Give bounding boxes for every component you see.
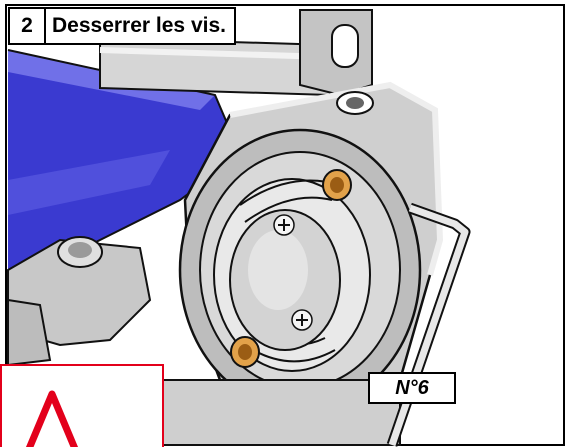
warning-box [0,364,164,447]
hex-screw-top [322,169,352,201]
step-instruction: Desserrer les vis. [52,14,226,37]
top-shaft [99,36,331,97]
warning-triangle-icon [25,390,79,447]
step-number: 2 [10,9,46,43]
mounting-bracket [299,9,373,97]
hex-screw-bottom [230,336,260,368]
side-clamp [7,236,152,367]
tool-size-label: N°6 [368,372,456,404]
lower-housing [159,379,401,446]
hex-key-icon [386,202,471,447]
center-disk [229,209,341,351]
step-header: 2 Desserrer les vis. [8,7,236,45]
